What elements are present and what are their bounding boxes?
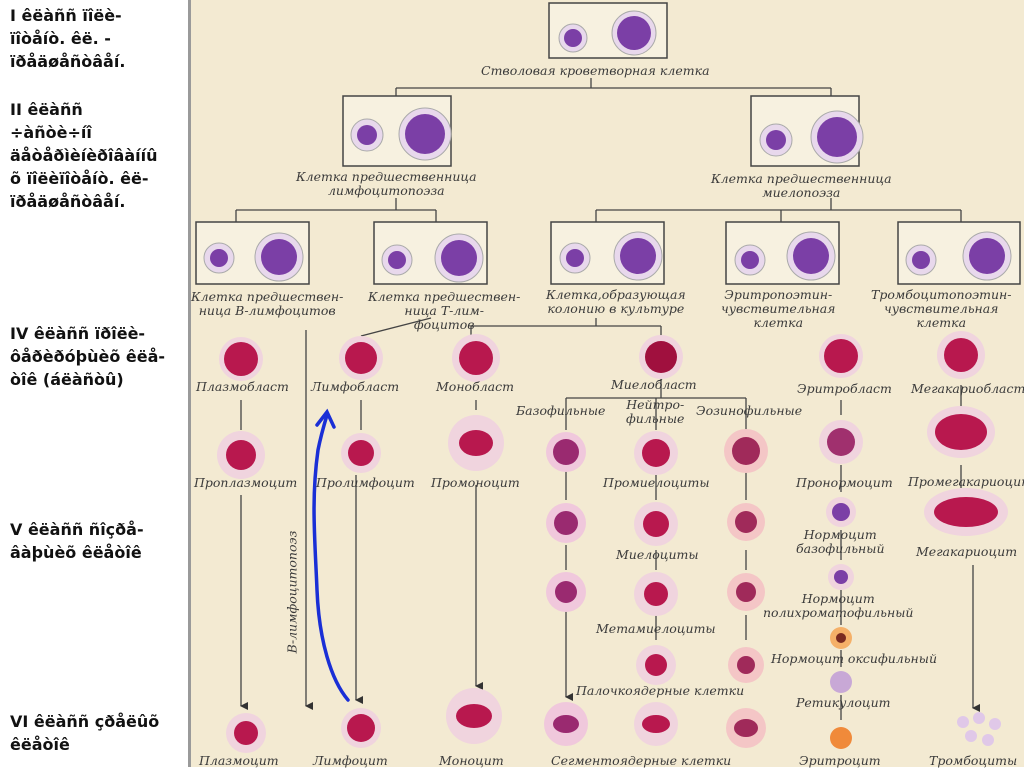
class-4-label: IV êëàññ ïðîëè- ôåðèðóþùèõ êëå- òîê (áëà… bbox=[10, 324, 166, 389]
promyelocytes-label: Промиелоциты bbox=[603, 475, 710, 490]
stem-cell-box bbox=[548, 2, 668, 59]
cfu-box bbox=[550, 221, 665, 285]
monocyte-label: Моноцит bbox=[439, 753, 504, 768]
lymphoblast-label: Лимфобласт bbox=[311, 379, 400, 394]
erythropoietin-label: Эритропоэтин- чувствительная клетка bbox=[721, 287, 836, 330]
monoblast-label: Монобласт bbox=[436, 379, 514, 394]
lymph-precursor-label: Клетка предшественница лимфоцитопоэза bbox=[296, 169, 477, 198]
normocyte-baso-label: Нормоцит базофильный bbox=[796, 527, 885, 556]
myelo-precursor-box bbox=[750, 95, 864, 167]
diagram-lines bbox=[195, 2, 1021, 753]
normocyte-poly-label: Нормоцит полихроматофильный bbox=[763, 591, 914, 620]
class-2-label: II êëàññ ÷àñòè÷íî äåòåðìèíèðîâàííû õ ïîë… bbox=[10, 100, 158, 211]
stem-cell-label: Стволовая кроветворная клетка bbox=[481, 63, 710, 78]
erythroblast-label: Эритробласт bbox=[797, 381, 892, 396]
megakaryoblast-label: Мегакариобласт bbox=[911, 381, 1024, 396]
basophilic-label: Базофильные bbox=[516, 403, 606, 418]
class-1-label: I êëàññ ïîëè- ïîòåíò. êë. - ïðåäøåñòâåí. bbox=[10, 6, 126, 71]
annotation-arrow bbox=[312, 408, 350, 702]
thrombopoietin-label: Тромбоцитопоэтин- чувствительная клетка bbox=[871, 287, 1012, 330]
class-legend-panel: I êëàññ ïîëè- ïîòåíò. êë. - ïðåäøåñòâåí.… bbox=[0, 0, 191, 767]
promegakaryocyte-label: Промегакариоцит bbox=[908, 474, 1024, 489]
lymph-precursor-box bbox=[342, 95, 452, 167]
eosinophilic-label: Эозинофильные bbox=[696, 403, 803, 418]
myeloblast-label: Миелобласт bbox=[611, 377, 697, 392]
metamyelocytes-label: Метамиелоциты bbox=[596, 621, 716, 636]
lymphocyte-label: Лимфоцит bbox=[313, 753, 388, 768]
pronormocyte-label: Пронормоцит bbox=[796, 475, 893, 490]
b-precursor-box bbox=[195, 221, 310, 285]
class-6-label: VI êëàññ çðåëûõ êëåòîê bbox=[10, 712, 160, 754]
plasmoblast-label: Плазмобласт bbox=[196, 379, 289, 394]
prolymphocyte-label: Пролимфоцит bbox=[316, 475, 415, 490]
erythropoietin-box bbox=[725, 221, 840, 285]
megakaryocyte-label: Мегакариоцит bbox=[916, 544, 1018, 559]
plasmocyte-label: Плазмоцит bbox=[199, 753, 279, 768]
segmented-label: Сегментоядерные клетки bbox=[551, 753, 732, 768]
blast-cells bbox=[219, 331, 985, 382]
b-lymphopoiesis-label: В-лимфоцитопоэз bbox=[284, 530, 300, 654]
t-precursor-label: Клетка предшествен- ница Т-лим- фоцитов bbox=[368, 289, 521, 332]
hematopoiesis-diagram: Стволовая кроветворная клетка Клетка пре… bbox=[191, 0, 1024, 768]
proplasmocyte-label: Проплазмоцит bbox=[194, 475, 298, 490]
normocyte-oxy-label: Нормоцит оксифильный bbox=[771, 651, 938, 666]
class-5-label: V êëàññ ñîçðå- âàþùèõ êëåòîê bbox=[10, 520, 144, 562]
platelets-label: Тромбоциты bbox=[929, 753, 1018, 768]
myelo-precursor-label: Клетка предшественница миелопоэза bbox=[711, 171, 892, 200]
cfu-label: Клетка,образующая колонию в культуре bbox=[546, 287, 686, 316]
maturing-cells bbox=[217, 406, 1008, 693]
erythrocyte-label: Эритроцит bbox=[799, 753, 881, 768]
promonocyte-label: Промоноцит bbox=[431, 475, 520, 490]
thrombopoietin-box bbox=[897, 221, 1021, 285]
reticulocyte-label: Ретикулоцит bbox=[796, 695, 891, 710]
band-cells-label: Палочкоядерные клетки bbox=[576, 683, 745, 698]
mature-cells bbox=[226, 688, 1001, 753]
myelocytes-label: Миелоциты bbox=[616, 547, 699, 562]
t-precursor-box bbox=[373, 221, 488, 285]
neutrophilic-label: Нейтро- фильные bbox=[626, 397, 685, 426]
b-precursor-label: Клетка предшествен- ница В-лимфоцитов bbox=[191, 289, 344, 318]
